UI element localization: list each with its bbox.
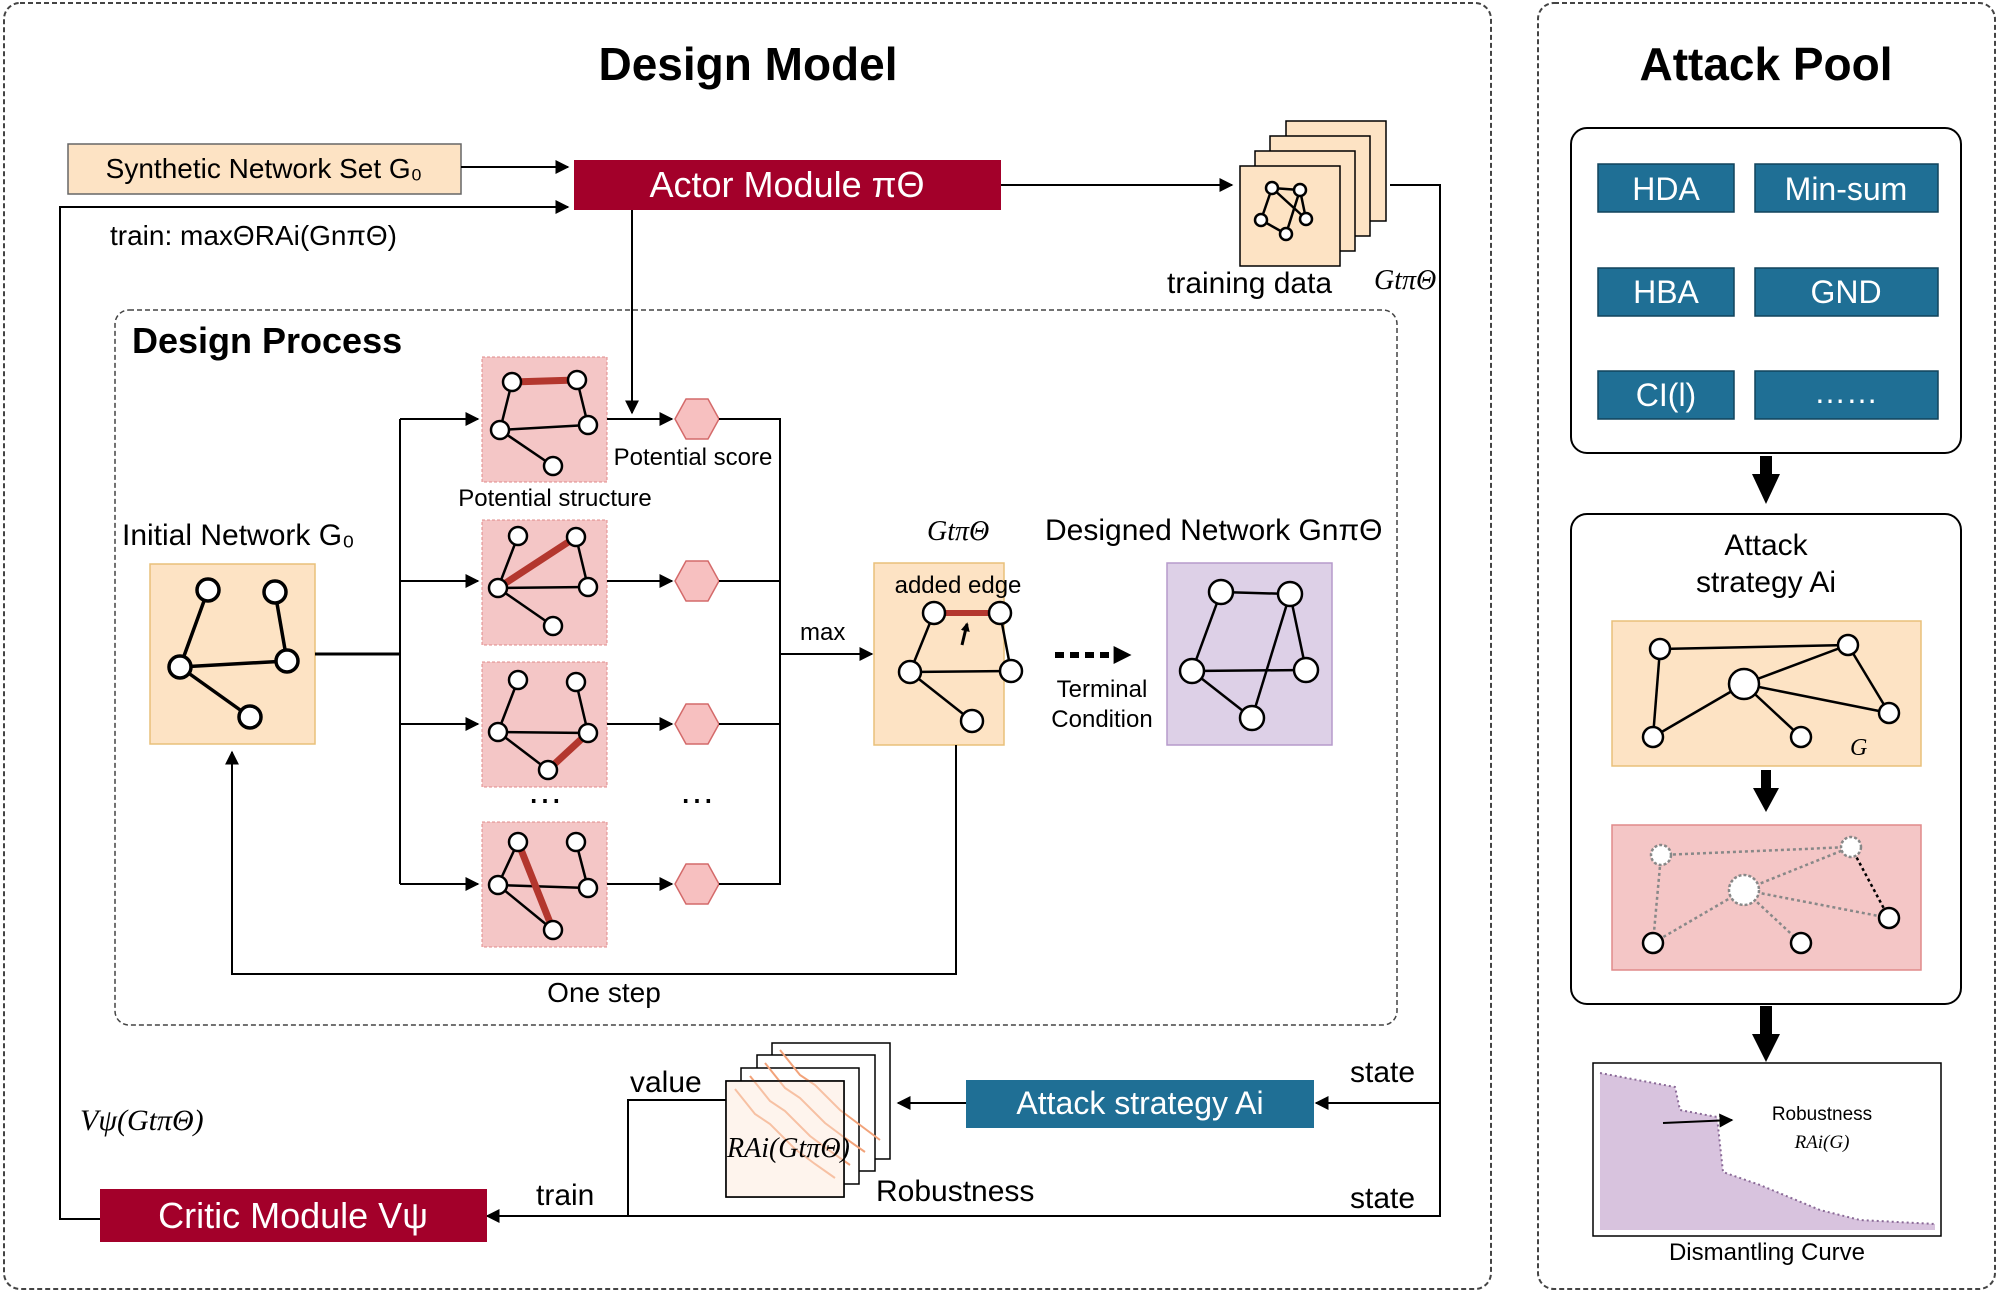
robustness-pointer-arrow	[1662, 1113, 1734, 1128]
attack-strategy-title-1: Attack	[1724, 529, 1808, 562]
method-more	[1754, 370, 1939, 420]
terminal-label-1: Terminal	[1057, 676, 1148, 703]
score-collector	[719, 418, 781, 885]
designed-network-label: Designed Network GnπΘ	[1045, 514, 1383, 547]
potential-score-hexagons	[674, 398, 720, 905]
actor-module-label: Actor Module πΘ	[650, 164, 925, 205]
value-path	[487, 1099, 726, 1217]
attack-pool-title: Attack Pool	[1639, 38, 1892, 90]
method-ci-label: CI(l)	[1636, 377, 1696, 413]
dismantling-curve-area	[1600, 1073, 1935, 1230]
training-data-label: training data	[1167, 267, 1332, 300]
added-edge-label: added edge	[895, 572, 1022, 599]
robustness-stack	[725, 1042, 891, 1198]
method-gnd-label: GND	[1810, 274, 1881, 310]
pool-down-arrows	[1752, 456, 1780, 1062]
synthetic-network-set-label: Synthetic Network Set G₀	[106, 153, 423, 184]
initial-network-graph	[167, 577, 300, 730]
attack-pool-panel	[1537, 2, 1996, 1290]
design-model-title: Design Model	[598, 38, 897, 90]
one-step-label: One step	[547, 977, 661, 1008]
critic-module-box	[100, 1189, 487, 1242]
method-more-label: ……	[1814, 374, 1878, 410]
value-label: value	[630, 1066, 702, 1099]
method-hda	[1597, 163, 1735, 213]
gt-label: GtπΘ	[927, 516, 989, 547]
dismantling-curve-caption: Dismantling Curve	[1669, 1239, 1865, 1266]
state-to-critic-path	[485, 184, 1441, 1223]
state-label-lower: state	[1350, 1182, 1415, 1215]
state-label-upper: state	[1350, 1056, 1415, 1089]
terminal-label-2: Condition	[1051, 706, 1152, 733]
method-hba	[1597, 267, 1735, 317]
graph-g-label: G	[1850, 735, 1867, 761]
design-model-panel	[3, 2, 1492, 1290]
training-data-symbol: GtπΘ	[1374, 265, 1436, 296]
attacked-graph	[1641, 835, 1901, 955]
critic-to-actor-loop	[59, 200, 570, 1220]
design-process-panel	[114, 309, 1398, 1026]
initial-network-label: Initial Network G₀	[122, 519, 355, 552]
gt-network-graph	[897, 600, 1024, 734]
potential-structure-2	[481, 519, 608, 646]
potential-score-label: Potential score	[614, 444, 773, 471]
actor-module-box	[574, 160, 1001, 210]
curve-robustness-symbol: RAi(G)	[1794, 1132, 1850, 1153]
robustness-symbol: RAi(GtπΘ)	[726, 1133, 850, 1164]
potential-structure-1	[481, 356, 608, 483]
method-hda-label: HDA	[1632, 171, 1700, 207]
training-data-stack	[1239, 120, 1387, 267]
structure-ellipsis: ⋯	[528, 782, 562, 820]
method-ci	[1597, 370, 1735, 420]
one-step-loop	[225, 745, 957, 975]
design-process-title: Design Process	[132, 320, 402, 361]
potential-structure-3	[481, 661, 608, 788]
train-objective-label: train: maxΘRAi(GnπΘ)	[110, 220, 397, 251]
robustness-label: Robustness	[876, 1175, 1034, 1208]
potential-structure-label: Potential structure	[458, 485, 651, 512]
strategy-inner-arrow	[1753, 770, 1779, 812]
train-label: train	[536, 1179, 594, 1212]
attack-method-buttons: HDA Min-sum HBA GND CI(l) ……	[1597, 163, 1939, 420]
potential-structure-4	[481, 821, 608, 948]
method-gnd	[1754, 267, 1939, 317]
method-min-sum	[1754, 163, 1939, 213]
score-ellipsis: ⋯	[680, 782, 714, 820]
designed-network-graph	[1178, 578, 1320, 732]
critic-value-label: Vψ(GtπΘ)	[80, 1104, 204, 1137]
curve-robustness-label: Robustness	[1772, 1104, 1872, 1125]
attack-strategy-title-2: strategy Ai	[1696, 566, 1836, 599]
max-label: max	[800, 619, 845, 646]
method-hba-label: HBA	[1633, 274, 1699, 310]
method-min-sum-label: Min-sum	[1785, 171, 1908, 207]
attack-strategy-box	[966, 1080, 1314, 1128]
attack-strategy-label: Attack strategy Ai	[1016, 1085, 1263, 1121]
synthetic-network-set-box	[67, 143, 462, 195]
graph-g	[1641, 633, 1901, 749]
critic-module-label: Critic Module Vψ	[158, 1195, 428, 1236]
